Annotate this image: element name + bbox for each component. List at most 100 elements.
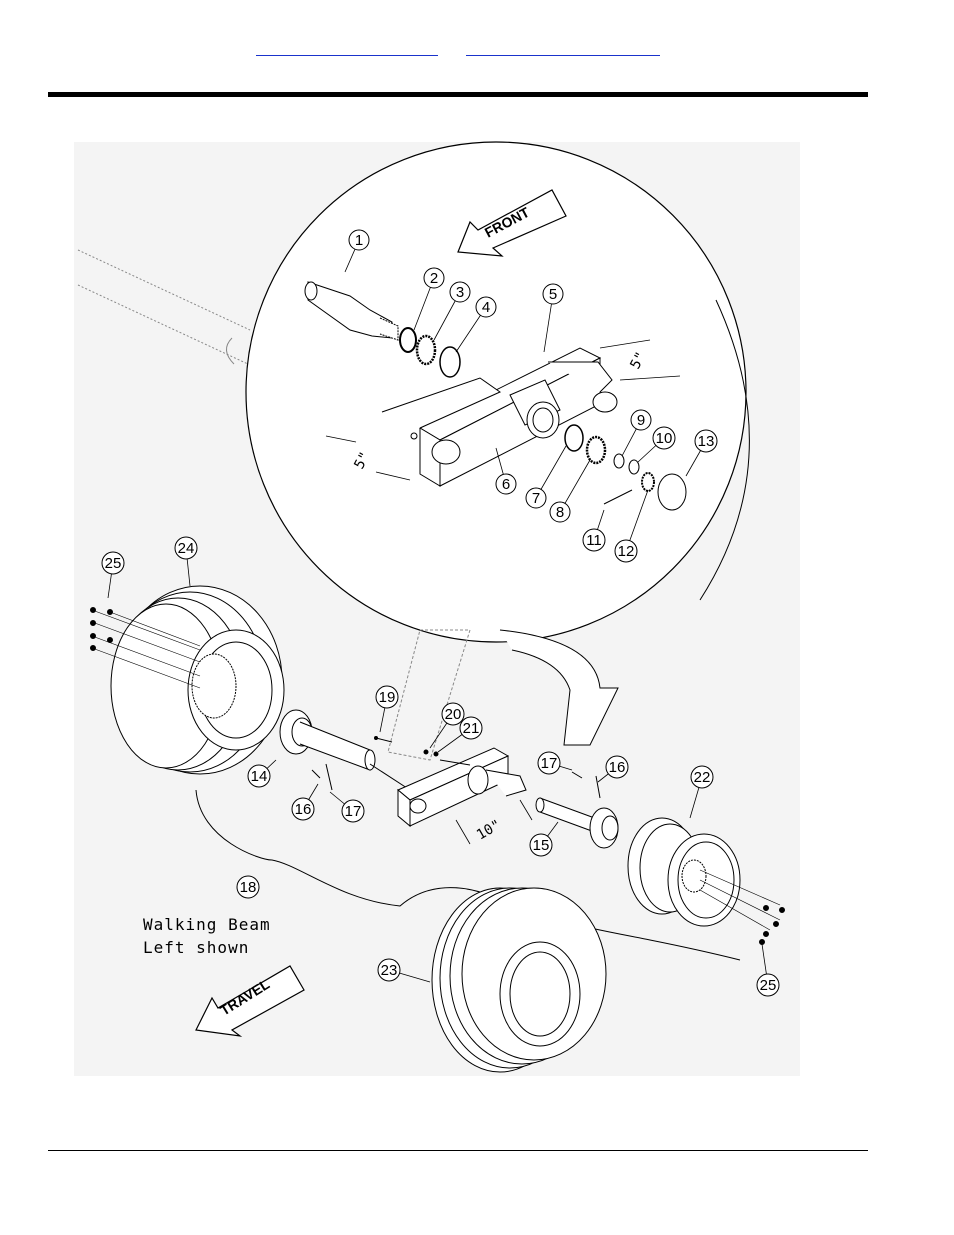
callout-bubble	[459, 716, 483, 740]
callout-number: 14	[251, 768, 268, 785]
header-rule	[48, 92, 868, 97]
callout-16: 16	[291, 783, 319, 821]
callout-bubble	[582, 528, 606, 552]
callout-bubble	[441, 702, 465, 726]
callout-bubble	[247, 764, 271, 788]
callout-14: 14	[247, 759, 277, 788]
callout-3: 3	[433, 281, 471, 341]
callout-number: 22	[694, 769, 711, 786]
right-rim	[627, 817, 741, 927]
callout-13: 13	[685, 429, 718, 477]
callout-number: 10	[656, 430, 673, 447]
dimension-upper-right: 5"	[627, 349, 649, 371]
callout-21: 21	[437, 716, 483, 753]
note-line-1: Walking Beam	[143, 915, 271, 934]
callout-number: 17	[541, 755, 558, 772]
right-tire	[431, 887, 607, 1073]
callout-number: 3	[456, 284, 464, 301]
callout-number: 9	[637, 412, 645, 429]
callout-8: 8	[549, 459, 591, 523]
callout-6: 6	[495, 447, 517, 495]
callout-2: 2	[413, 267, 445, 331]
callout-number: 1	[355, 232, 363, 249]
callout-17: 17	[537, 751, 573, 775]
callout-number: 18	[240, 879, 257, 896]
callout-number: 25	[760, 977, 777, 994]
callout-10: 10	[637, 426, 676, 463]
callout-bubble	[291, 797, 315, 821]
callout-number: 15	[533, 837, 550, 854]
callout-bubble	[525, 487, 547, 509]
bearing-set	[399, 327, 461, 378]
spindle	[304, 281, 399, 341]
callout-25: 25	[756, 943, 780, 997]
callout-number: 16	[295, 801, 312, 818]
callout-bubble	[423, 267, 445, 289]
footer-rule	[48, 1150, 868, 1151]
callout-number: 17	[345, 803, 362, 820]
callout-number: 21	[463, 720, 480, 737]
callout-bubble	[529, 833, 553, 857]
callout-16: 16	[597, 755, 629, 783]
callout-11: 11	[582, 509, 606, 552]
walking-beam	[397, 747, 527, 828]
callout-bubble	[756, 973, 780, 997]
callout-bubble	[694, 429, 718, 453]
callout-number: 12	[618, 543, 635, 560]
callout-1: 1	[344, 229, 370, 273]
callout-18: 18	[236, 875, 260, 899]
callout-group: 1234567891011121314151616171718192021222…	[101, 229, 780, 997]
walking-beam-detail	[381, 347, 618, 487]
callout-bubble	[375, 685, 399, 709]
callout-number: 23	[381, 962, 398, 979]
callout-4: 4	[455, 296, 497, 353]
callout-5: 5	[542, 283, 564, 353]
callout-bubble	[348, 229, 370, 251]
callout-bubble	[537, 751, 561, 775]
callout-24: 24	[174, 536, 198, 587]
callout-bubble	[449, 281, 471, 303]
callout-17: 17	[329, 791, 365, 823]
callout-bubble	[236, 875, 260, 899]
hardware-detail	[603, 453, 687, 511]
note-line-2: Left shown	[143, 938, 249, 957]
callout-9: 9	[621, 409, 652, 457]
callout-bubble	[652, 426, 676, 450]
callout-22: 22	[689, 765, 714, 819]
callout-bubble	[475, 296, 497, 318]
callout-bubble	[341, 799, 365, 823]
lower-dimension-lines	[455, 799, 533, 845]
callout-bubble	[605, 755, 629, 779]
callout-number: 7	[532, 490, 540, 507]
right-wheel-bolts	[699, 869, 785, 945]
callout-bubble	[174, 536, 198, 560]
frame-tube	[77, 249, 251, 366]
callout-number: 19	[379, 689, 396, 706]
callout-25: 25	[101, 551, 125, 599]
callout-bubble	[101, 551, 125, 575]
callout-19: 19	[375, 685, 399, 733]
callout-number: 25	[105, 555, 122, 572]
callout-number: 5	[549, 286, 557, 303]
header-link-2[interactable]	[466, 43, 660, 56]
callout-number: 4	[482, 299, 490, 316]
callout-bubble	[614, 539, 638, 563]
dimension-upper-left: 5"	[351, 449, 373, 471]
dimension-lower: 10"	[474, 817, 504, 844]
transition-arrow	[499, 629, 619, 746]
callout-bubble	[377, 958, 401, 982]
callout-bubble	[549, 501, 571, 523]
callout-number: 16	[609, 759, 626, 776]
left-tire	[110, 585, 285, 775]
travel-arrow: TRAVEL	[195, 965, 305, 1037]
left-wheel-bolts	[90, 607, 201, 689]
callout-number: 24	[178, 540, 195, 557]
callout-15: 15	[529, 821, 559, 857]
callout-number: 20	[445, 706, 462, 723]
dimension-lines	[325, 339, 681, 481]
header-link-1[interactable]	[256, 43, 438, 56]
assembly-bracket	[195, 789, 741, 961]
callout-bubble	[495, 473, 517, 495]
callout-number: 13	[698, 433, 715, 450]
